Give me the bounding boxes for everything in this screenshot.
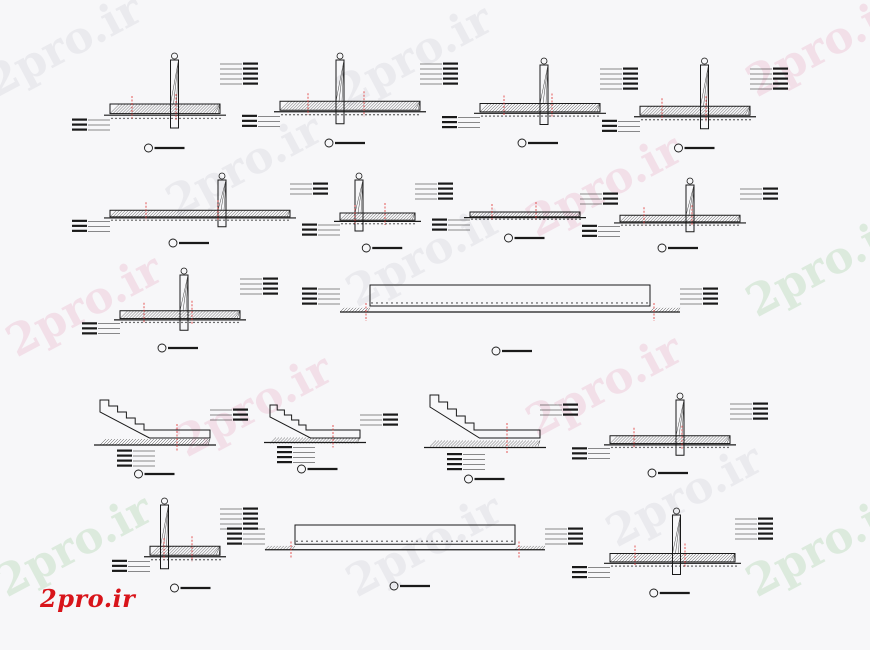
section-detail [572, 507, 773, 598]
site-logo: 2pro.ir [40, 584, 136, 613]
section-detail [572, 392, 768, 478]
section-detail [302, 172, 453, 253]
long-section-detail [227, 524, 583, 591]
section-detail [442, 57, 638, 148]
section-detail [602, 57, 788, 153]
section-detail [242, 52, 458, 148]
section-detail [72, 52, 258, 153]
section-detail [82, 267, 278, 353]
stair-section-detail [264, 404, 398, 474]
section-detail [112, 497, 258, 593]
section-detail [582, 177, 778, 253]
section-detail [72, 172, 328, 248]
stair-section-detail [94, 399, 248, 479]
long-section-detail [302, 284, 718, 356]
section-detail [432, 192, 618, 243]
stair-section-detail [424, 394, 578, 484]
